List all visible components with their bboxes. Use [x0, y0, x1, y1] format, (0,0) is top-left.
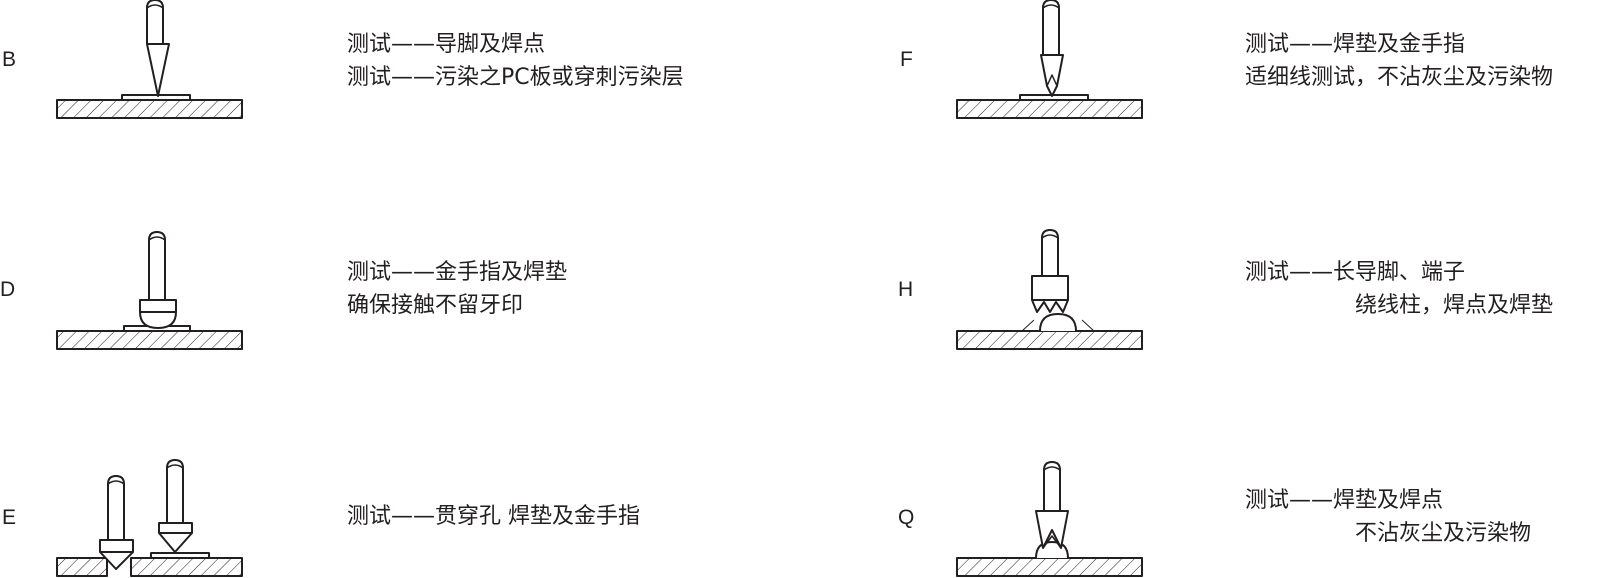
probe-q-letter: Q	[898, 506, 915, 529]
cup-head	[1035, 510, 1069, 549]
probe-q-drawing	[956, 461, 1143, 577]
probe-h-letter: H	[898, 278, 914, 301]
cone-head	[99, 539, 134, 570]
probe-b-drawing	[56, 0, 243, 119]
cone-head	[158, 522, 193, 553]
probe-d-description: 测试——金手指及焊垫 确保接触不留牙印	[347, 256, 567, 322]
description-line: 测试——贯穿孔 焊垫及金手指	[347, 504, 640, 529]
probe-shaft	[107, 475, 125, 540]
solder-pad	[1019, 94, 1089, 101]
probe-shaft	[166, 459, 184, 523]
probe-shaft	[148, 231, 166, 300]
description-line: 绕线柱，焊点及焊垫	[1355, 293, 1554, 318]
description-line: 测试——金手指及焊垫	[347, 260, 568, 285]
description-line: 测试——焊垫及焊点	[1245, 488, 1444, 513]
probe-e-description: 测试——贯穿孔 焊垫及金手指	[347, 500, 640, 533]
pcb-board-right	[130, 557, 243, 577]
solder-pad	[150, 552, 210, 559]
solder-pad	[121, 94, 191, 101]
probe-shaft	[1041, 229, 1059, 276]
pcb-board	[956, 330, 1143, 350]
crown-head	[1031, 275, 1069, 313]
probe-shaft	[146, 0, 164, 44]
pcb-board	[956, 99, 1143, 119]
probe-e-drawing	[56, 459, 243, 577]
probe-d-letter: D	[0, 278, 16, 301]
solder-bump	[1035, 541, 1069, 559]
probe-e-letter: E	[2, 506, 17, 529]
probe-d-drawing	[56, 231, 243, 350]
probe-f-description: 测试——焊垫及金手指 适细线测试，不沾灰尘及污染物	[1245, 28, 1553, 94]
dome-head	[139, 299, 177, 329]
pcb-board	[56, 99, 243, 119]
pcb-board	[56, 330, 243, 350]
description-line: 测试——导脚及焊点	[347, 32, 546, 57]
probe-h-drawing	[956, 229, 1143, 350]
description-line: 测试——长导脚、端子	[1245, 260, 1466, 285]
description-line: 适细线测试，不沾灰尘及污染物	[1245, 65, 1554, 90]
description-line: 测试——污染之PC板或穿刺污染层	[347, 65, 684, 90]
probe-f-letter: F	[900, 48, 913, 71]
description-line: 测试——焊垫及金手指	[1245, 32, 1466, 57]
description-line: 不沾灰尘及污染物	[1355, 521, 1532, 546]
needle-tip	[146, 43, 170, 97]
probe-h-description: 测试——长导脚、端子 绕线柱，焊点及焊垫	[1245, 256, 1553, 322]
probe-f-drawing	[956, 0, 1143, 119]
pcb-board-left	[56, 557, 108, 577]
pcb-board	[956, 557, 1143, 577]
solder-bump	[1039, 313, 1077, 332]
probe-shaft	[1043, 461, 1061, 511]
probe-b-description: 测试——导脚及焊点 测试——污染之PC板或穿刺污染层	[347, 28, 684, 94]
probe-shaft	[1042, 0, 1060, 55]
probe-b-letter: B	[2, 48, 17, 71]
probe-q-description: 测试——焊垫及焊点 不沾灰尘及污染物	[1245, 484, 1531, 550]
description-line: 确保接触不留牙印	[347, 293, 524, 318]
